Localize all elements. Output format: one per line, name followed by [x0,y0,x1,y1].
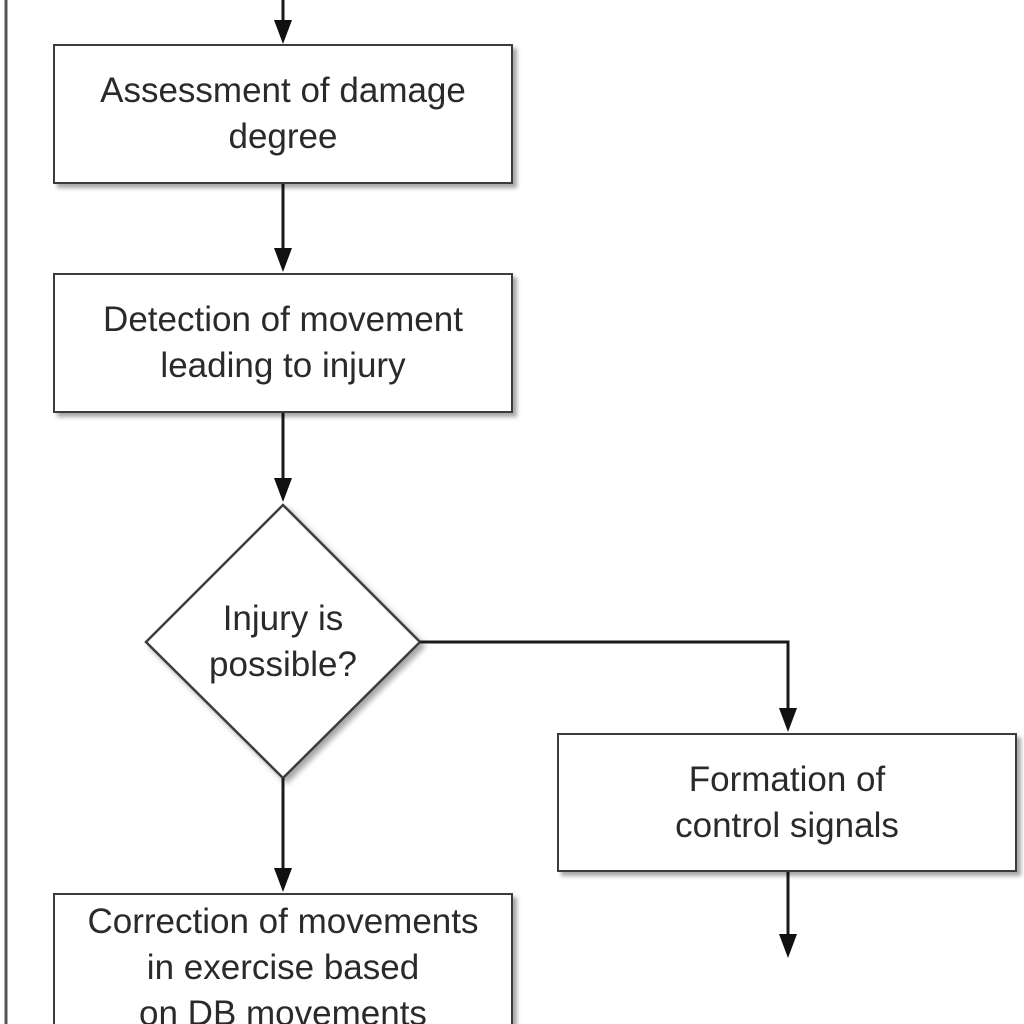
arrowhead-correction [274,868,292,892]
connector-decision-to-formation [420,640,790,712]
correction-node: Correction of movements in exercise base… [53,893,513,1024]
arrowhead-formation-out [779,934,797,958]
formation-node: Formation of control signals [557,733,1017,872]
detection-label: Detection of movement leading to injury [103,300,463,385]
arrowhead-detection [274,248,292,272]
arrowhead-decision [274,478,292,502]
detection-node: Detection of movement leading to injury [53,273,513,413]
arrowhead-formation [779,708,797,732]
correction-label: Correction of movements in exercise base… [87,902,479,1024]
decision-label-wrap: Injury is possible? [183,592,383,692]
assessment-label: Assessment of damage degree [100,71,466,156]
formation-label: Formation of control signals [675,759,899,845]
arrowhead-top [274,20,292,44]
assessment-node: Assessment of damage degree [53,44,513,184]
decision-label: Injury is possible? [209,599,357,684]
